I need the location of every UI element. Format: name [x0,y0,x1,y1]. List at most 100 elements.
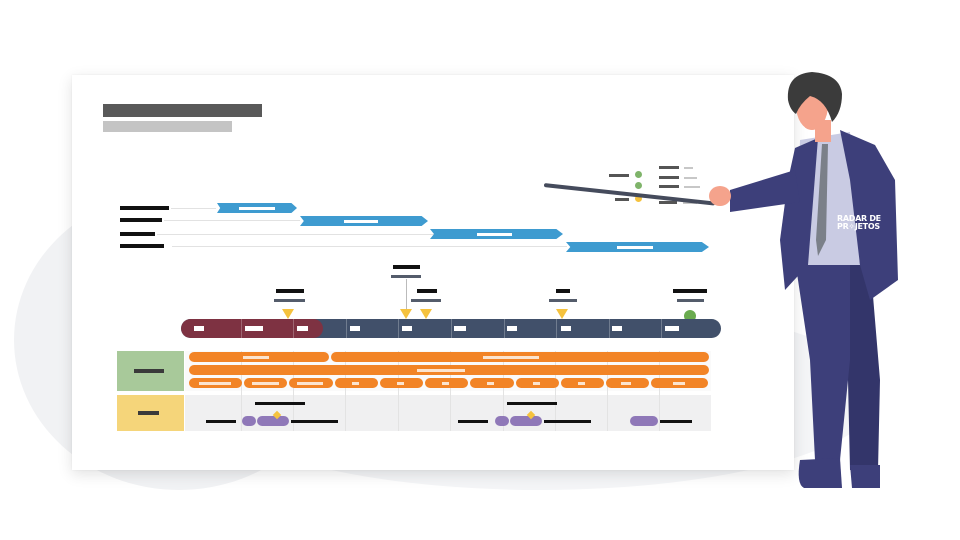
board-subtitle [103,121,232,132]
activity-pill[interactable] [242,416,256,426]
task-bar[interactable] [606,378,649,388]
task-bar[interactable] [331,352,709,362]
milestone-label [417,289,437,293]
dependency-line [544,420,591,423]
timeline-tick [451,319,452,338]
task-bar[interactable] [516,378,559,388]
timeline-period-label [507,326,517,331]
lane-header-green [117,351,184,391]
legend-sublabel [684,177,697,179]
timeline-tick [504,319,505,338]
grid-line [345,351,346,431]
presenter-leg [795,260,850,460]
task-bar[interactable] [470,378,514,388]
guide-line [164,220,300,221]
timeline-tick [609,319,610,338]
board-title [103,104,262,117]
task-bar[interactable] [561,378,604,388]
timeline-period-label [402,326,412,331]
task-bar[interactable] [189,365,709,375]
dependency-line [206,420,236,423]
dependency-line [458,420,488,423]
dependency-line [255,402,305,405]
activity-pill[interactable] [630,416,658,426]
phase-bar-3[interactable] [430,229,563,239]
milestone-marker[interactable] [420,309,432,319]
timeline-period-label [561,326,571,331]
phase-label-3 [120,232,155,236]
legend-label [659,176,679,179]
badge-line-1: RADAR DE [837,214,881,223]
milestone-sublabel [677,299,704,302]
timeline-bar[interactable] [181,319,721,338]
legend-sublabel [684,167,693,169]
presenter-figure [709,72,898,488]
legend-label [615,198,629,201]
milestone-sublabel [274,299,305,302]
phase-label-1 [120,206,169,210]
activity-pill[interactable] [510,416,542,426]
lane-label [134,369,164,373]
presenter-tie [816,144,828,256]
presenter-shoe [850,465,880,488]
milestone-sublabel [391,275,421,278]
milestone-label [673,289,707,293]
legend-label [659,201,677,204]
lane-header-yellow [117,395,184,431]
legend-label [659,166,679,169]
task-bar[interactable] [189,378,242,388]
legend-dot-green [635,182,642,189]
legend-dot-green [635,171,642,178]
timeline-tick [556,319,557,338]
timeline-period-label [665,326,679,331]
phase-bar-1[interactable] [217,203,297,213]
grid-line [503,351,504,431]
timeline-period-label [454,326,466,331]
milestone-marker[interactable] [282,309,294,319]
grid-line [450,351,451,431]
milestone-sublabel [411,299,441,302]
dependency-line [507,402,557,405]
task-bar[interactable] [189,352,329,362]
roadmap-board [72,75,794,470]
timeline-period-label [245,326,263,331]
milestone-marker[interactable] [400,309,412,319]
timeline-tick [241,319,242,338]
grid-line [555,351,556,431]
timeline-period-label [297,326,308,331]
presenter-hair [787,72,842,122]
badge-line-2: PR✧JETOS [837,222,880,231]
phase-bar-2[interactable] [300,216,428,226]
task-bar[interactable] [651,378,708,388]
presenter-arm [730,170,800,212]
activity-pill[interactable] [495,416,509,426]
legend-sublabel [683,202,697,204]
timeline-tick [398,319,399,338]
task-bar[interactable] [289,378,333,388]
task-bar[interactable] [244,378,287,388]
guide-line [157,234,435,235]
grid-line [659,351,660,431]
timeline-period-label [194,326,204,331]
phase-bar-4[interactable] [566,242,709,252]
task-bar[interactable] [425,378,468,388]
company-badge: RADAR DE PR✧JETOS [837,215,881,231]
grid-line [241,351,242,431]
activity-pill[interactable] [257,416,289,426]
legend-dot-yellow [635,195,642,202]
timeline-tick [346,319,347,338]
grid-line [398,351,399,431]
legend-label [659,185,679,188]
legend-sublabel [684,186,700,188]
task-bar[interactable] [335,378,378,388]
timeline-tick [661,319,662,338]
milestone-stem [406,279,407,309]
milestone-label [276,289,304,293]
milestone-sublabel [549,299,577,302]
timeline-period-label [612,326,622,331]
timeline-tick [293,319,294,338]
milestone-label [556,289,570,293]
guide-line [172,246,567,247]
task-bar[interactable] [380,378,423,388]
milestone-marker[interactable] [556,309,568,319]
